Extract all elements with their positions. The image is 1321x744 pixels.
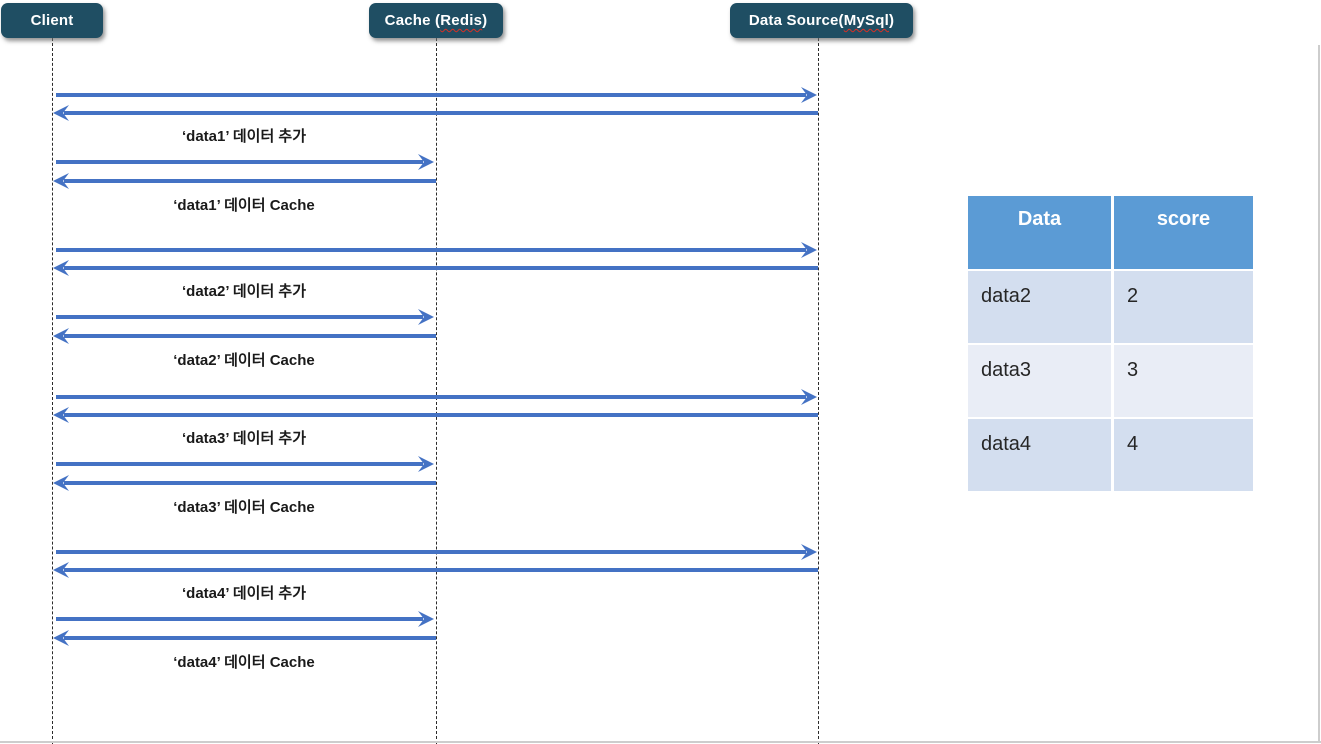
arrow-response-datasource-1-head [53, 105, 69, 121]
message-label-cache-1: ‘data1’ 데이터 Cache [173, 197, 315, 214]
lifeline-cache [436, 38, 437, 744]
actor-box-client: Client [1, 3, 103, 38]
spellcheck-underline: Redis [440, 12, 483, 29]
message-label-cache-3: ‘data3’ 데이터 Cache [173, 499, 315, 516]
message-label-cache-2: ‘data2’ 데이터 Cache [173, 352, 315, 369]
arrow-request-datasource-3-head [801, 389, 817, 405]
table-cell-r3c1: data4 [968, 419, 1111, 491]
slide-edge-right [1318, 45, 1320, 742]
arrow-request-datasource-4-head [801, 544, 817, 560]
table-cell-r2c2: 3 [1114, 345, 1253, 417]
actor-box-datasource: Data Source(MySql) [730, 3, 913, 38]
arrow-response-cache-1-head [53, 173, 69, 189]
arrow-request-datasource-1-head [801, 87, 817, 103]
actor-label-client: Client [30, 12, 74, 29]
table-cell-r2c1: data3 [968, 345, 1111, 417]
arrow-response-datasource-3-head [53, 407, 69, 423]
actor-label-cache: Cache (Redis) [384, 12, 488, 29]
arrow-response-datasource-2-head [53, 260, 69, 276]
arrow-request-cache-1-head [418, 154, 434, 170]
arrow-request-cache-4-head [418, 611, 434, 627]
spellcheck-underline: MySql [843, 12, 889, 29]
slide-edge-bottom [0, 741, 1321, 743]
actor-box-cache: Cache (Redis) [369, 3, 503, 38]
message-label-cache-4: ‘data4’ 데이터 Cache [173, 654, 315, 671]
arrow-request-cache-2-head [418, 309, 434, 325]
arrow-response-cache-2-head [53, 328, 69, 344]
arrow-response-cache-4-head [53, 630, 69, 646]
table-cell-r1c1: data2 [968, 271, 1111, 343]
arrow-response-cache-3-head [53, 475, 69, 491]
lifeline-datasource [818, 38, 819, 744]
arrow-response-datasource-4-head [53, 562, 69, 578]
arrow-request-cache-3-head [418, 456, 434, 472]
message-label-add-4: ‘data4’ 데이터 추가 [181, 585, 307, 602]
message-label-add-3: ‘data3’ 데이터 추가 [181, 430, 307, 447]
table-cell-r3c2: 4 [1114, 419, 1253, 491]
message-label-add-2: ‘data2’ 데이터 추가 [181, 283, 307, 300]
actor-label-datasource: Data Source(MySql) [748, 12, 895, 29]
message-label-add-1: ‘data1’ 데이터 추가 [181, 128, 307, 145]
table-cell-r1c2: 2 [1114, 271, 1253, 343]
table-header-data: Data [968, 196, 1111, 269]
arrow-request-datasource-2-head [801, 242, 817, 258]
table-header-score: score [1114, 196, 1253, 269]
lifeline-client [52, 38, 53, 744]
